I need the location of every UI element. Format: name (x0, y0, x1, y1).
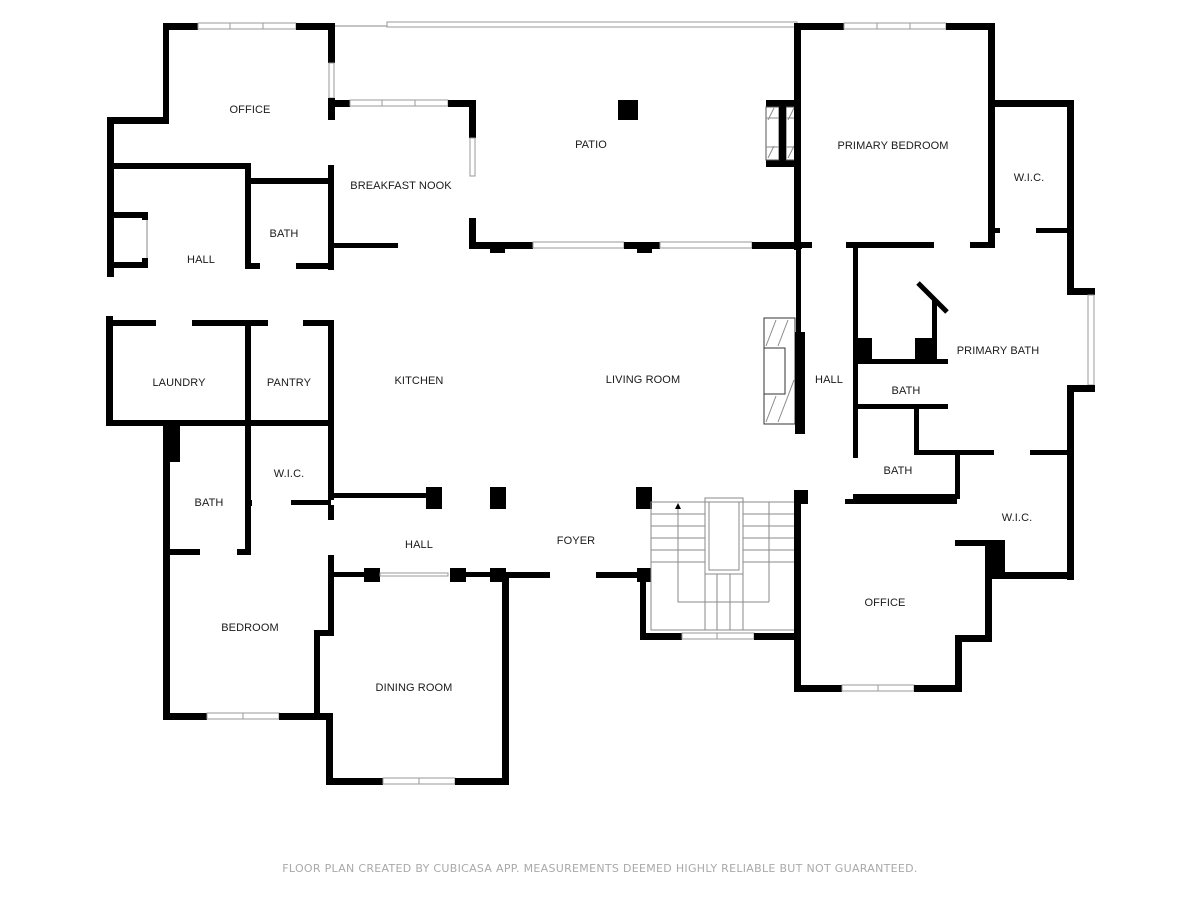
room-label-primary-bedroom: PRIMARY BEDROOM (837, 140, 948, 152)
walls-office-nw (107, 22, 335, 277)
room-labels: OFFICE BREAKFAST NOOK PATIO PRIMARY BEDR… (152, 104, 1044, 694)
room-label-office-se: OFFICE (865, 597, 906, 609)
room-label-wic-southwest: W.I.C. (274, 468, 305, 480)
room-label-primary-bath: PRIMARY BATH (957, 345, 1040, 357)
room-label-bath-west: BATH (270, 228, 299, 240)
patio-rail (335, 21, 798, 28)
room-label-hall-south: HALL (405, 539, 433, 551)
room-label-kitchen: KITCHEN (395, 375, 444, 387)
room-label-hall-west: HALL (187, 254, 215, 266)
room-label-wic-southeast: W.I.C. (1002, 512, 1033, 524)
floor-plan-disclaimer: FLOOR PLAN CREATED BY CUBICASA APP. MEAS… (282, 862, 918, 875)
room-label-wic-primary: W.I.C. (1014, 172, 1045, 184)
room-label-patio: PATIO (575, 139, 607, 151)
walls-breakfast-nook (330, 99, 476, 248)
staircase (640, 497, 800, 640)
walls-west-wing (106, 316, 334, 720)
room-label-office-nw: OFFICE (230, 104, 271, 116)
room-label-laundry: LAUNDRY (152, 377, 206, 389)
walls-primary-bedroom (794, 22, 1074, 290)
room-label-bath-east-2: BATH (884, 465, 913, 477)
room-label-dining-room: DINING ROOM (376, 682, 453, 694)
room-label-breakfast-nook: BREAKFAST NOOK (350, 180, 452, 192)
walls-central (333, 487, 652, 582)
room-label-bath-southwest: BATH (195, 497, 224, 509)
fireplace-living (763, 317, 805, 434)
room-label-bath-east-1: BATH (892, 385, 921, 397)
walls-dining (326, 575, 509, 785)
walls-primary-bath (796, 248, 1095, 580)
room-label-foyer: FOYER (557, 535, 595, 547)
walls-patio (469, 100, 802, 253)
room-label-living-room: LIVING ROOM (606, 374, 680, 386)
room-label-bedroom: BEDROOM (221, 622, 279, 634)
walls-office-se (794, 490, 1074, 692)
room-label-pantry: PANTRY (267, 377, 312, 389)
room-label-hall-east: HALL (815, 374, 843, 386)
